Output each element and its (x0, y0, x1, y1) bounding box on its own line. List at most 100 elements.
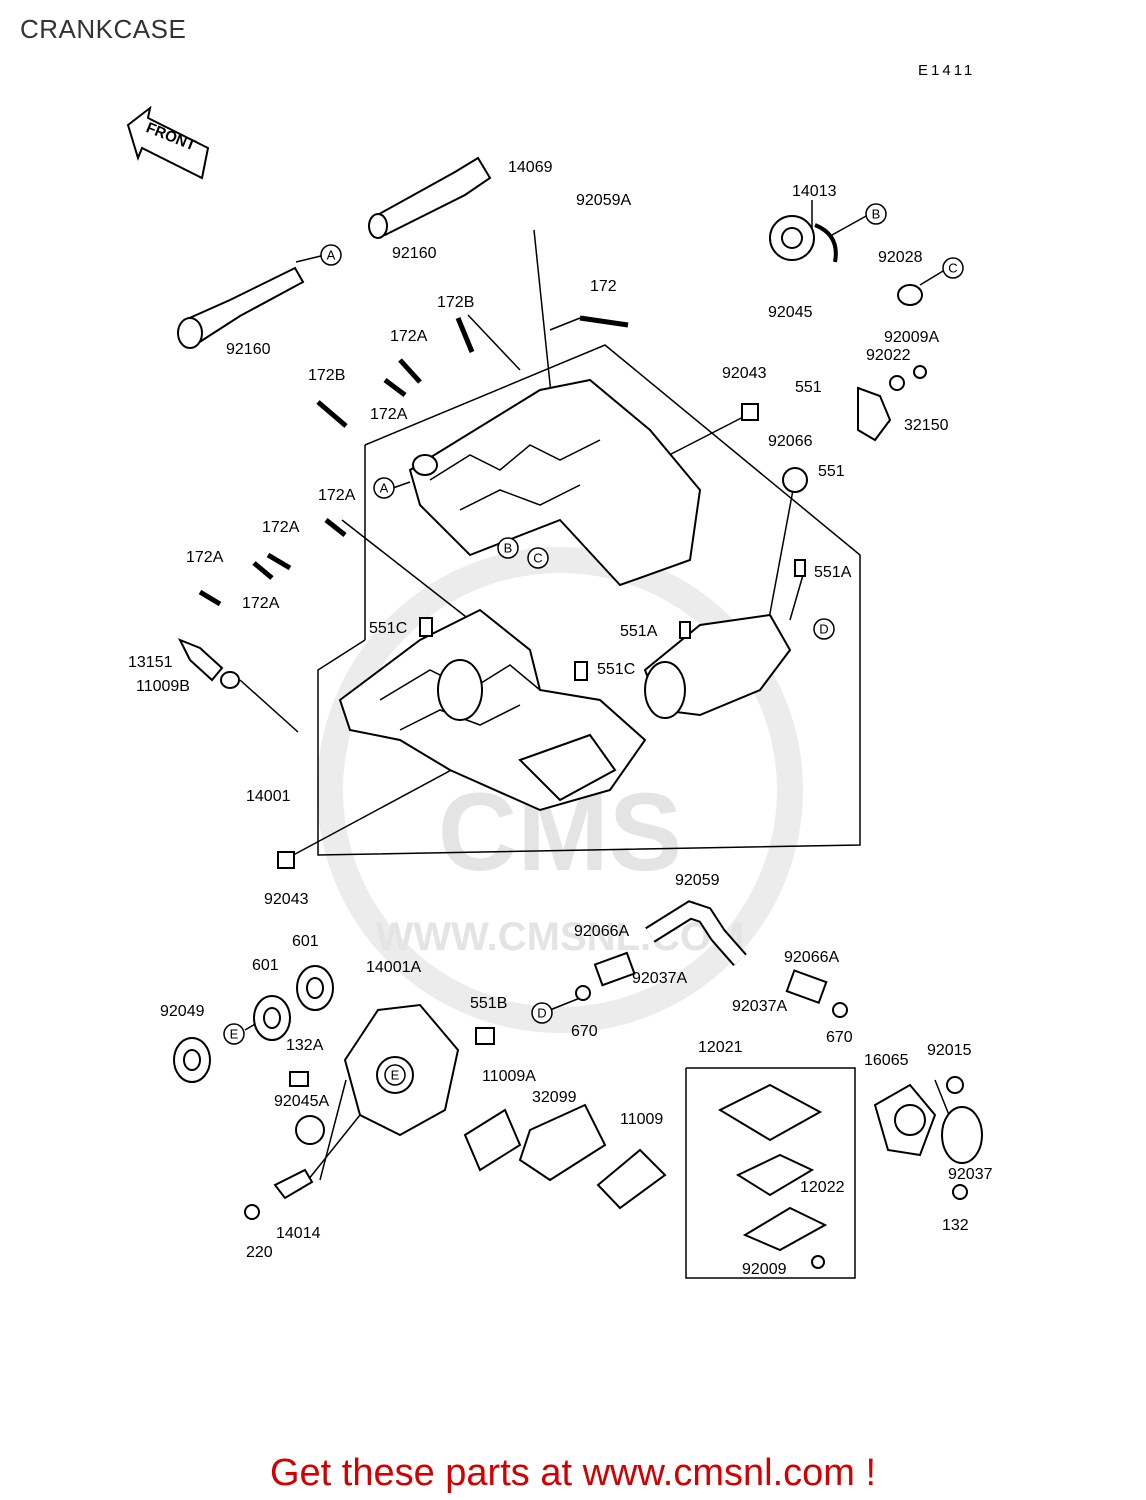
svg-text:E: E (391, 1068, 400, 1083)
part-label-92160: 92160 (226, 341, 271, 358)
part-label-551c: 551C (597, 661, 635, 678)
part-label-601: 601 (252, 957, 279, 974)
part-label-12022: 12022 (800, 1179, 845, 1196)
part-label-11009a: 11009A (482, 1068, 536, 1085)
front-arrow-icon: FRONT (126, 105, 210, 180)
svg-text:D: D (537, 1006, 546, 1021)
part-label-132: 132 (942, 1217, 969, 1234)
part-label-92043: 92043 (264, 891, 309, 908)
part-label-172b: 172B (437, 294, 474, 311)
part-label-92028: 92028 (878, 249, 923, 266)
part-label-172a: 172A (186, 549, 224, 566)
seal-92028 (897, 284, 923, 306)
part-label-220: 220 (246, 1244, 273, 1261)
part-label-92009: 92009 (742, 1261, 787, 1278)
part-label-32150: 32150 (904, 417, 949, 434)
part-label-172a: 172A (318, 487, 356, 504)
sensor-13151 (177, 638, 240, 689)
watermark-url-text: WWW.CMSNL.COM (376, 915, 745, 959)
part-label-92066a: 92066A (574, 923, 629, 940)
callout-b-upper: B (865, 203, 887, 225)
part-label-11009b: 11009B (136, 678, 190, 695)
part-label-670: 670 (571, 1023, 598, 1040)
gear-case-14001A (289, 1003, 460, 1145)
part-label-132a: 132A (286, 1037, 324, 1054)
svg-text:A: A (327, 248, 336, 263)
part-label-14001a: 14001A (366, 959, 421, 976)
part-label-92037a: 92037A (732, 998, 787, 1015)
part-label-172: 172 (590, 278, 617, 295)
part-label-551a: 551A (620, 623, 658, 640)
callout-b-case: B (497, 537, 519, 559)
part-label-172a: 172A (242, 595, 280, 612)
callout-a-case: A (373, 477, 395, 499)
gaskets (463, 1083, 828, 1252)
part-label-92066a: 92066A (784, 949, 839, 966)
part-label-551: 551 (795, 379, 822, 396)
stud-bolts (198, 315, 629, 607)
part-label-551c: 551C (369, 620, 407, 637)
part-label-92066: 92066 (768, 433, 813, 450)
svg-text:B: B (872, 207, 881, 222)
upper-crankcase (408, 378, 702, 587)
part-label-11009: 11009 (620, 1111, 663, 1128)
shaft-92160-lower (177, 266, 305, 349)
callout-a-upper: A (320, 244, 342, 266)
svg-text:D: D (819, 622, 828, 637)
callout-c-upper: C (942, 257, 964, 279)
diagram-code: E1411 (918, 62, 976, 79)
callout-c-case: C (527, 547, 549, 569)
part-label-172a: 172A (262, 519, 300, 536)
part-label-92037: 92037 (948, 1166, 993, 1183)
part-label-32099: 32099 (532, 1089, 577, 1106)
part-label-92059: 92059 (675, 872, 720, 889)
part-label-12021: 12021 (698, 1039, 743, 1056)
callout-d-lower: D (531, 1002, 553, 1024)
part-label-14013: 14013 (792, 183, 837, 200)
part-label-551b: 551B (470, 995, 507, 1012)
callout-e-left: E (223, 1023, 245, 1045)
part-label-92160: 92160 (392, 245, 437, 262)
part-label-14001: 14001 (246, 788, 291, 805)
part-label-670: 670 (826, 1029, 853, 1046)
part-label-92049: 92049 (160, 1003, 205, 1020)
assembly-frame (317, 344, 861, 1279)
part-label-601: 601 (292, 933, 319, 950)
footer-link-text[interactable]: Get these parts at www.cmsnl.com ! (269, 1452, 877, 1494)
part-label-16065: 16065 (864, 1052, 909, 1069)
part-label-92043: 92043 (722, 365, 767, 382)
bolts-14014-220 (244, 1168, 825, 1269)
outlet-16065 (873, 1076, 983, 1200)
part-label-13151: 13151 (128, 654, 173, 671)
part-label-172a: 172A (370, 406, 408, 423)
part-label-92037a: 92037A (632, 970, 687, 987)
part-label-551: 551 (818, 463, 845, 480)
part-label-14069: 14069 (508, 159, 553, 176)
part-label-92059a: 92059A (576, 192, 631, 209)
callout-e-case: E (384, 1064, 406, 1086)
part-label-551a: 551A (814, 564, 852, 581)
part-label-92009a: 92009A (884, 329, 939, 346)
dowel-pins (277, 365, 927, 1045)
part-label-14014: 14014 (276, 1225, 321, 1242)
svg-text:A: A (380, 481, 389, 496)
cylinder-housing (643, 613, 792, 719)
lower-crankcase (338, 608, 647, 812)
callout-d-case: D (813, 618, 835, 640)
part-labels: 1406992059A9216092160140139202892045172B… (128, 159, 993, 1278)
part-label-92015: 92015 (927, 1042, 972, 1059)
callout-markers: A B C A B C D D E E (223, 203, 964, 1086)
hose-92059 (575, 900, 848, 1018)
svg-text:C: C (948, 261, 957, 276)
part-label-92045: 92045 (768, 304, 813, 321)
svg-text:C: C (533, 551, 542, 566)
bearings-601 (173, 965, 334, 1083)
bracket-32150 (857, 386, 892, 442)
svg-text:E: E (230, 1027, 239, 1042)
part-label-92045a: 92045A (274, 1093, 329, 1110)
part-label-172a: 172A (390, 328, 428, 345)
part-label-172b: 172B (308, 367, 345, 384)
svg-text:B: B (504, 541, 513, 556)
page-title: CRANKCASE (20, 14, 187, 44)
